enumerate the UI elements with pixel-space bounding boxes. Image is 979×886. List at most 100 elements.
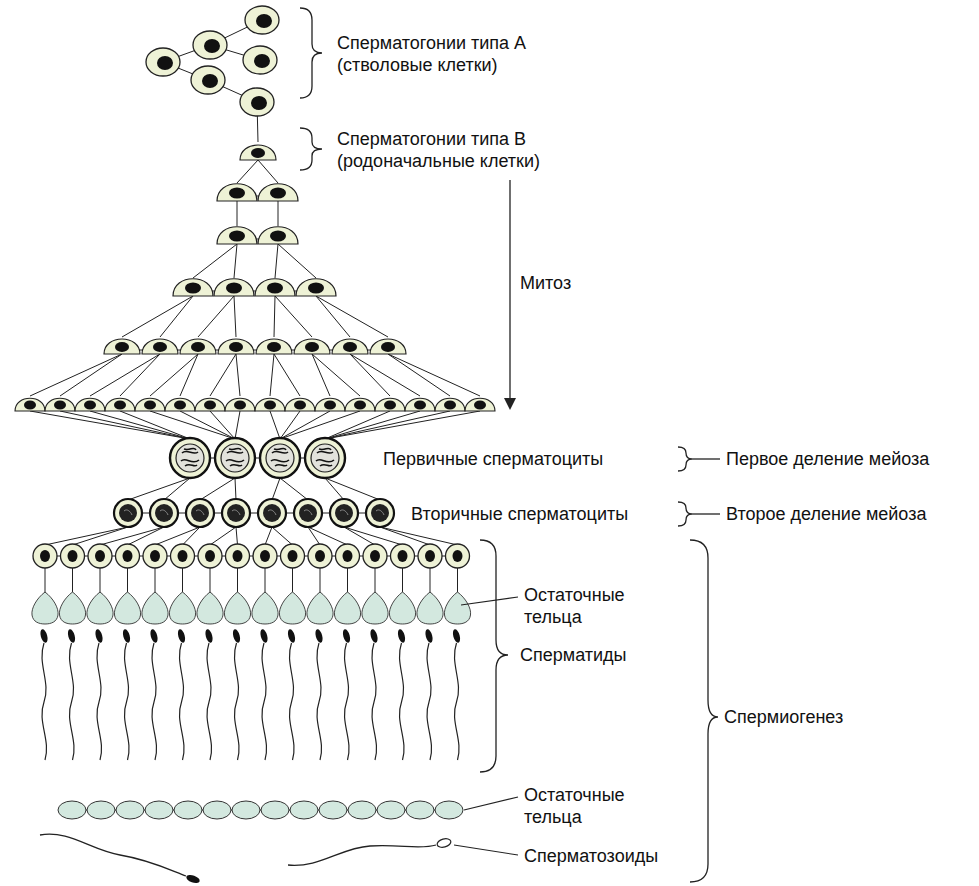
sperm-cell (259, 628, 269, 760)
spermatid (253, 544, 277, 568)
residual-body (232, 801, 260, 819)
sperm-cell (204, 628, 214, 760)
residual-body (224, 592, 250, 624)
spermatogonia-a (146, 6, 279, 116)
part-label: Остаточные тельца (524, 784, 642, 828)
bracket (690, 540, 718, 882)
spermatogonium (173, 279, 213, 296)
leader-lines (454, 597, 518, 855)
residual-body (169, 592, 195, 624)
secondary-spermatocyte (330, 499, 358, 527)
residual-body (334, 592, 360, 624)
spermatogonium (375, 398, 405, 411)
spermatogonium (370, 339, 406, 354)
spermatogonium (15, 398, 45, 411)
cell-type-label: Сперматозоиды (524, 845, 658, 867)
spermatogonium (218, 339, 254, 354)
residual-body (290, 801, 318, 819)
spermatid (61, 544, 85, 568)
process-label: Первое деление мейоза (726, 448, 929, 470)
primary-spermatocyte (170, 438, 210, 478)
sperm-cell (452, 628, 462, 760)
spermatid (198, 544, 222, 568)
sperm-cell (232, 628, 242, 760)
residual-body (362, 592, 388, 624)
sperm-cell (39, 628, 49, 760)
sperm-cell (177, 628, 187, 760)
spermatogonium (142, 339, 178, 354)
spermatogonium (180, 339, 216, 354)
stem-cell (146, 48, 180, 76)
bracket (300, 128, 322, 170)
spermatogonium (285, 398, 315, 411)
spermatogonium (258, 184, 298, 201)
spermatogonium (465, 398, 495, 411)
process-label: Второе деление мейоза (726, 503, 926, 525)
secondary-spermatocyte (258, 499, 286, 527)
residual-body (348, 801, 376, 819)
process-label: Спермиогенез (724, 706, 843, 728)
sperm-head (436, 837, 452, 848)
residual-body (87, 592, 113, 624)
spermatid (88, 544, 112, 568)
brackets (300, 8, 720, 882)
secondary-spermatocytes (114, 499, 394, 527)
leader-line (454, 845, 518, 855)
spermatid (418, 544, 442, 568)
stem-cell (193, 31, 227, 59)
spermatid (226, 544, 250, 568)
sperm-head (185, 873, 201, 884)
primary-spermatocytes (170, 438, 345, 478)
cell-type-label: Первичные сперматоциты (383, 448, 603, 470)
spermatogonium (217, 184, 257, 201)
stem-cell (240, 88, 274, 116)
secondary-spermatocyte (114, 499, 142, 527)
sperm-cell (424, 628, 434, 760)
spermatogonium (255, 279, 295, 296)
sperm-cell (94, 628, 104, 760)
spermatid (33, 544, 57, 568)
primary-spermatocyte (215, 438, 255, 478)
sperm-cell (369, 628, 379, 760)
spermatids (33, 544, 470, 568)
sperm-cell (287, 628, 297, 760)
sperm-cell (149, 628, 159, 760)
residual-body (114, 592, 140, 624)
residual-body (145, 801, 173, 819)
spermatogonium (296, 279, 336, 296)
residual-body (58, 801, 86, 819)
spermatogonium (255, 398, 285, 411)
spermatid (171, 544, 195, 568)
developing-sperm (39, 628, 461, 760)
residual-body (116, 801, 144, 819)
residual-body (174, 801, 202, 819)
secondary-spermatocyte (294, 499, 322, 527)
arrow-head (504, 398, 516, 410)
residual-chain (58, 801, 463, 819)
leader-line (461, 597, 518, 605)
residual-body (406, 801, 434, 819)
spermatogonium (104, 339, 140, 354)
dash-line (692, 458, 720, 459)
cell-type-label: Сперматогонии типа А (стволовые клетки) (337, 32, 552, 76)
spermatogonium (435, 398, 465, 411)
sperm-cell (314, 628, 324, 760)
spermatid (363, 544, 387, 568)
spermatid (281, 544, 305, 568)
residual-body (261, 801, 289, 819)
spermatogonium (135, 398, 165, 411)
residual-body (319, 801, 347, 819)
part-label: Остаточные тельца (524, 584, 642, 628)
secondary-spermatocyte (366, 499, 394, 527)
spermatid (308, 544, 332, 568)
spermatogonium (165, 398, 195, 411)
sperm-tail (288, 845, 436, 865)
spermatogonium (332, 339, 368, 354)
spermatogonium (75, 398, 105, 411)
spermatogonium (217, 227, 257, 244)
cell-type-label: Сперматиды (520, 644, 627, 666)
residual-body (417, 592, 443, 624)
bracket (480, 540, 508, 772)
residual-body (252, 592, 278, 624)
